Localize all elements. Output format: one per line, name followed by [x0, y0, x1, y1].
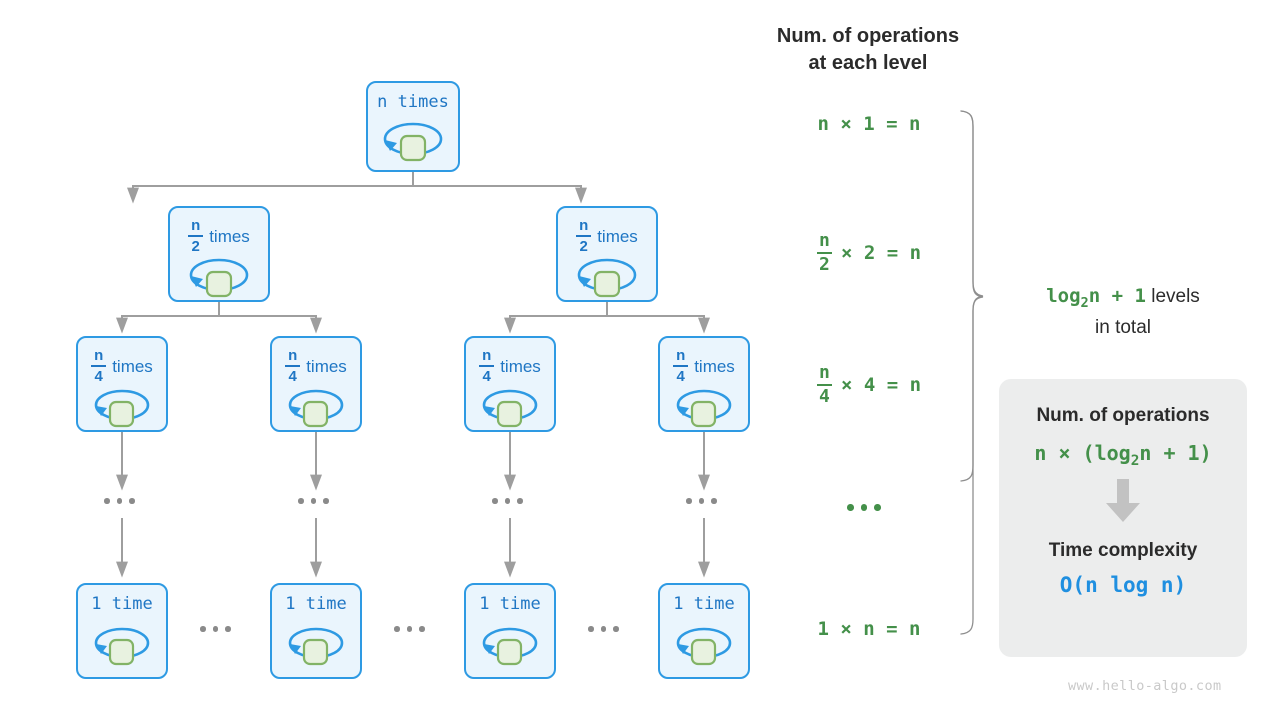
node-label: n 4 times	[673, 348, 735, 384]
node-unit-label: times	[694, 356, 735, 376]
tree-node-root[interactable]: n times	[366, 81, 460, 172]
horizontal-ellipsis-1	[200, 626, 231, 632]
watermark: www.hello-algo.com	[1068, 678, 1222, 694]
formula-rest: × 2 = n	[840, 242, 922, 264]
node-unit-label: times	[500, 356, 541, 376]
fraction-n-over-2: n 2	[816, 231, 832, 275]
loop-illustration	[466, 613, 554, 677]
node-label: n 2 times	[576, 218, 638, 254]
tree-node-leaf-1[interactable]: 1 time	[76, 583, 168, 679]
levels-second-line: in total	[1095, 316, 1151, 338]
levels-trailing-text: levels	[1145, 286, 1200, 307]
node-unit-label: times	[112, 356, 153, 376]
down-arrow-icon	[1104, 479, 1142, 528]
loop-illustration	[660, 613, 748, 677]
node-unit-label: times	[306, 356, 347, 376]
fraction-n-over-4: n 4	[285, 348, 301, 384]
node-label: n 4 times	[285, 348, 347, 384]
node-times-value: n times	[377, 92, 449, 112]
tree-node-l3-3[interactable]: n 4 times	[464, 336, 556, 432]
fraction-n-over-4: n 4	[816, 363, 832, 407]
formula-row-last: 1 × n = n	[786, 615, 952, 643]
loop-illustration	[368, 111, 458, 170]
loop-illustration	[78, 384, 166, 430]
card-operations-formula: n × (log2n + 1)	[1034, 441, 1212, 469]
node-unit-label: times	[597, 226, 638, 246]
fraction-n-over-4: n 4	[673, 348, 689, 384]
fraction-n-over-4: n 4	[91, 348, 107, 384]
fraction-n-over-2: n 2	[576, 218, 592, 254]
horizontal-ellipsis-3	[588, 626, 619, 632]
node-times-value: 1 time	[91, 594, 153, 614]
formula-row-3: n 4 × 4 = n	[786, 363, 952, 406]
node-label: n times	[377, 94, 449, 111]
tree-node-leaf-4[interactable]: 1 time	[658, 583, 750, 679]
loop-illustration	[272, 384, 360, 430]
tree-node-leaf-3[interactable]: 1 time	[464, 583, 556, 679]
node-times-value: 1 time	[285, 594, 347, 614]
vertical-ellipsis-1	[104, 498, 135, 504]
node-label: n 2 times	[188, 218, 250, 254]
loop-illustration	[558, 254, 656, 300]
card-complexity-value: O(n log n)	[1059, 573, 1187, 597]
formula-text: 1 × n = n	[817, 618, 921, 640]
formula-row-ellipsis	[847, 504, 881, 511]
node-label: 1 time	[285, 596, 346, 613]
tree-node-l2-1[interactable]: n 2 times	[168, 206, 270, 302]
node-label: 1 time	[673, 596, 734, 613]
formula-rest: × 4 = n	[840, 374, 922, 396]
operations-column-title: Num. of operations at each level	[776, 25, 960, 74]
vertical-ellipsis-2	[298, 498, 329, 504]
horizontal-ellipsis-2	[394, 626, 425, 632]
fraction-n-over-2: n 2	[188, 218, 204, 254]
formula-row-2: n 2 × 2 = n	[786, 231, 952, 274]
node-label: n 4 times	[479, 348, 541, 384]
levels-total-note: log2n + 1 levels in total	[1012, 283, 1234, 341]
summary-card: Num. of operations n × (log2n + 1) Time …	[999, 379, 1247, 657]
tree-node-l3-4[interactable]: n 4 times	[658, 336, 750, 432]
card-complexity-heading: Time complexity	[1048, 540, 1198, 561]
fraction-n-over-4: n 4	[479, 348, 495, 384]
node-label: n 4 times	[91, 348, 153, 384]
vertical-ellipsis-3	[492, 498, 523, 504]
formula-text: n × 1 = n	[817, 113, 921, 135]
node-label: 1 time	[91, 596, 152, 613]
node-times-value: 1 time	[673, 594, 735, 614]
loop-illustration	[78, 613, 166, 677]
loop-illustration	[660, 384, 748, 430]
vertical-ellipsis-4	[686, 498, 717, 504]
node-label: 1 time	[479, 596, 540, 613]
tree-node-l3-1[interactable]: n 4 times	[76, 336, 168, 432]
node-times-value: 1 time	[479, 594, 541, 614]
tree-node-leaf-2[interactable]: 1 time	[270, 583, 362, 679]
levels-formula: log2n + 1	[1046, 285, 1146, 311]
loop-illustration	[272, 613, 360, 677]
loop-illustration	[466, 384, 554, 430]
tree-node-l3-2[interactable]: n 4 times	[270, 336, 362, 432]
loop-illustration	[170, 254, 268, 300]
formula-row-1: n × 1 = n	[786, 110, 952, 138]
levels-brace	[960, 110, 984, 635]
card-operations-heading: Num. of operations	[1036, 405, 1210, 426]
node-unit-label: times	[209, 226, 250, 246]
tree-node-l2-2[interactable]: n 2 times	[556, 206, 658, 302]
